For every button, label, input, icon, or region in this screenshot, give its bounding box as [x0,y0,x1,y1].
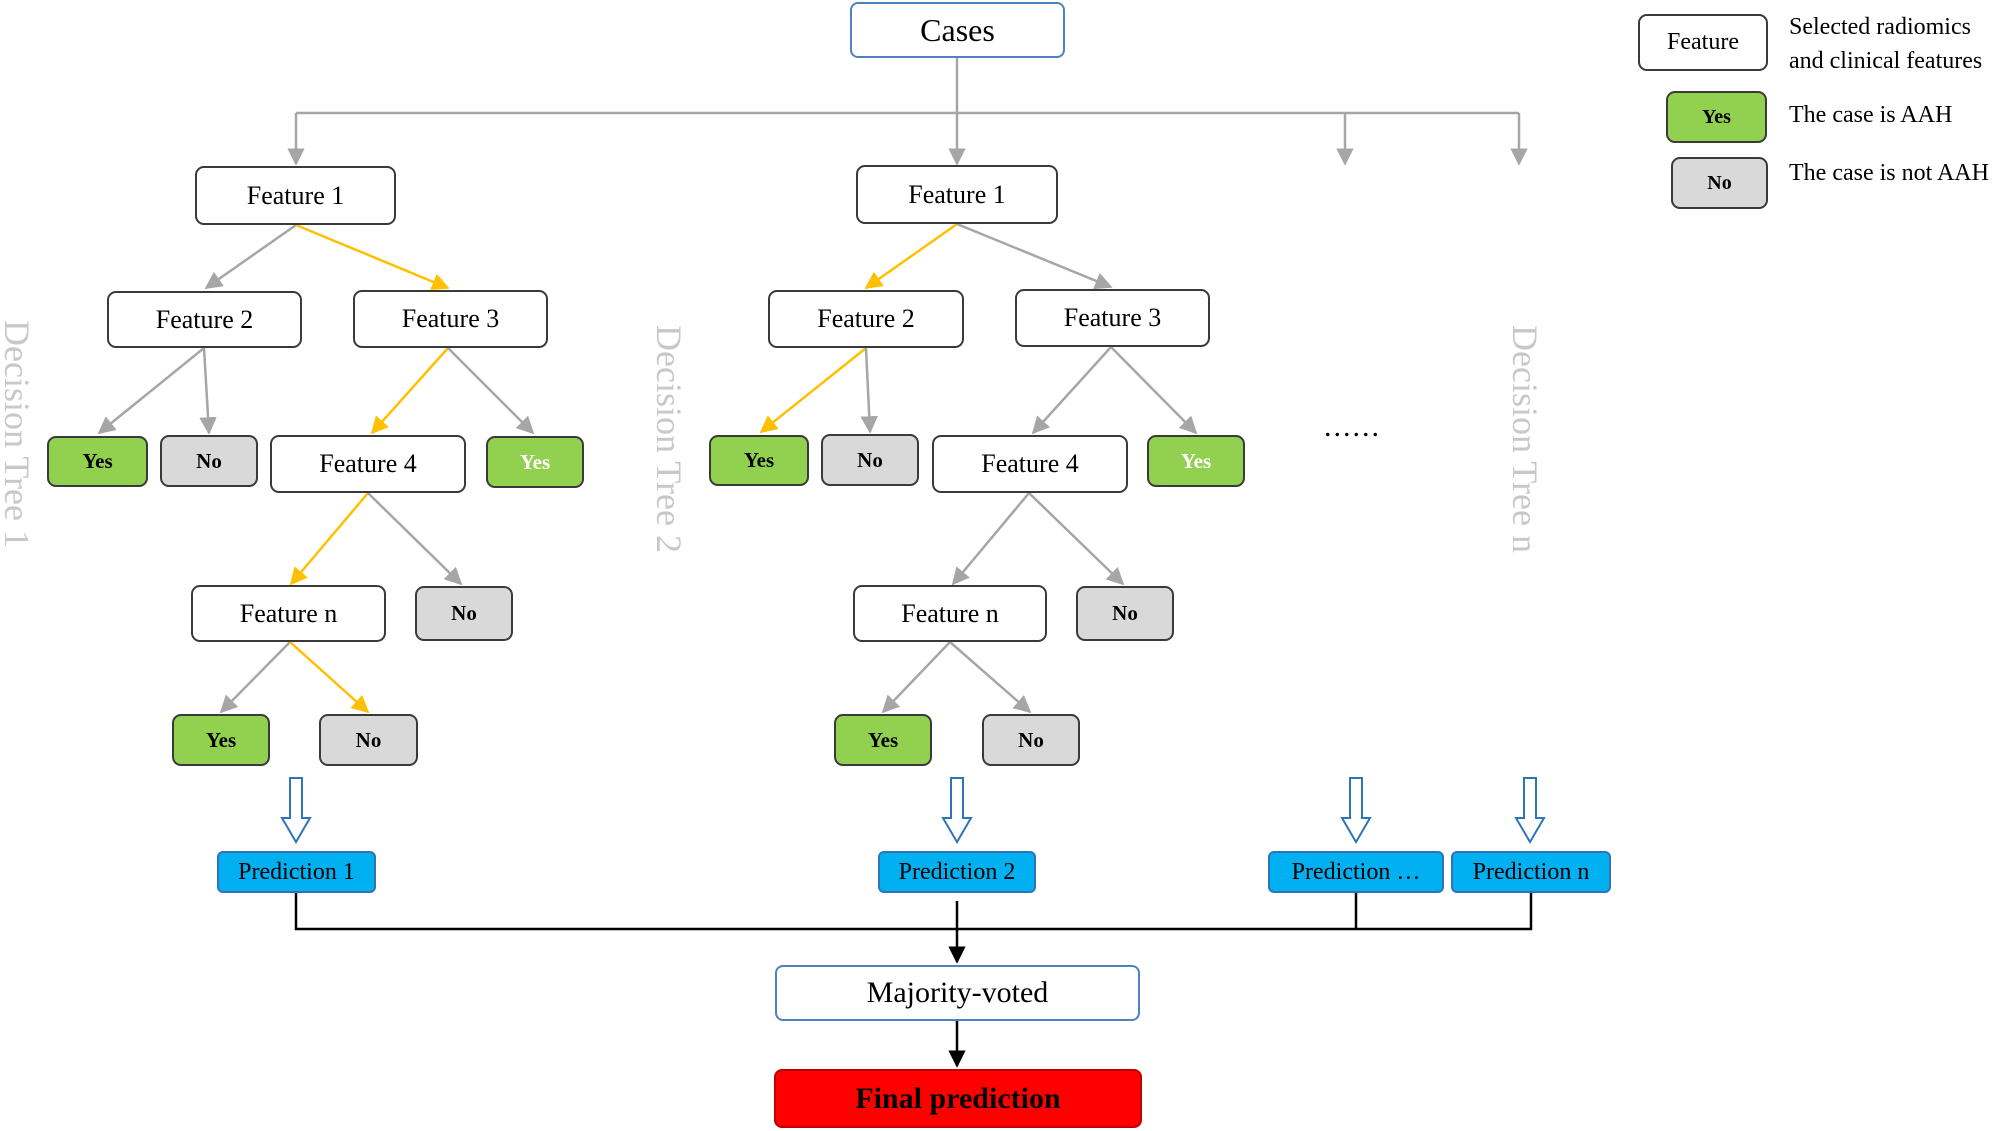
tree-1-feature-2: Feature 2 [107,291,302,348]
legend-no-text: The case is not AAH [1789,160,1989,186]
tree-1-feature-2-yes: Yes [47,436,148,487]
tree-1-feature-n-yes: Yes [172,714,270,766]
tree-n-label: Decision Tree n [1505,325,1545,553]
tree-2-feature-3: Feature 3 [1015,289,1210,347]
tree-2-feature-4: Feature 4 [932,435,1128,493]
more-trees-ellipsis: ...... [1324,410,1381,443]
cases-node: Cases [850,2,1065,58]
tree-2-feature-2-no: No [821,434,919,486]
tree-1-feature-4: Feature 4 [270,435,466,493]
tree-2-feature-n-yes: Yes [834,714,932,766]
aggregation-edges [294,893,1533,1068]
tree-2-feature-2-yes: Yes [709,435,809,486]
majority-voted-node: Majority-voted [775,965,1140,1021]
tree-2-edges [759,222,1198,714]
tree-1-feature-3-yes: Yes [486,436,584,488]
legend-no-swatch: No [1671,157,1768,209]
tree-2-feature-3-yes: Yes [1147,435,1245,487]
tree-1-feature-4-no: No [415,586,513,641]
prediction-ellipsis: Prediction … [1268,851,1444,893]
tree-1-label: Decision Tree 1 [0,320,37,548]
tree-1-feature-2-no: No [160,435,258,487]
prediction-n: Prediction n [1451,851,1611,893]
tree-2-feature-1: Feature 1 [856,165,1058,224]
tree-2-feature-n-no: No [982,714,1080,766]
root-distribution-edges [287,58,1528,166]
legend-feature-text-line-1: Selected radiomics [1789,14,1971,40]
tree-2-label: Decision Tree 2 [649,325,689,553]
tree-1-feature-1: Feature 1 [195,166,396,225]
tree-2-feature-n: Feature n [853,585,1047,642]
legend-feature-swatch: Feature [1638,14,1768,71]
tree-1-edges [97,223,535,714]
legend-feature-text-line-2: and clinical features [1789,48,1983,74]
prediction-arrows [280,777,1546,844]
tree-1-feature-n-no: No [319,714,418,766]
prediction-2: Prediction 2 [878,851,1036,893]
legend-yes-text: The case is AAH [1789,102,1953,128]
tree-1-feature-n: Feature n [191,585,386,642]
legend-feature-text: Selected radiomics and clinical features [1789,10,1982,78]
tree-2-feature-2: Feature 2 [768,290,964,348]
tree-1-feature-3: Feature 3 [353,290,548,348]
tree-2-feature-4-no: No [1076,586,1174,641]
prediction-1: Prediction 1 [217,851,376,893]
legend-yes-swatch: Yes [1666,91,1767,143]
final-prediction-node: Final prediction [774,1069,1142,1128]
